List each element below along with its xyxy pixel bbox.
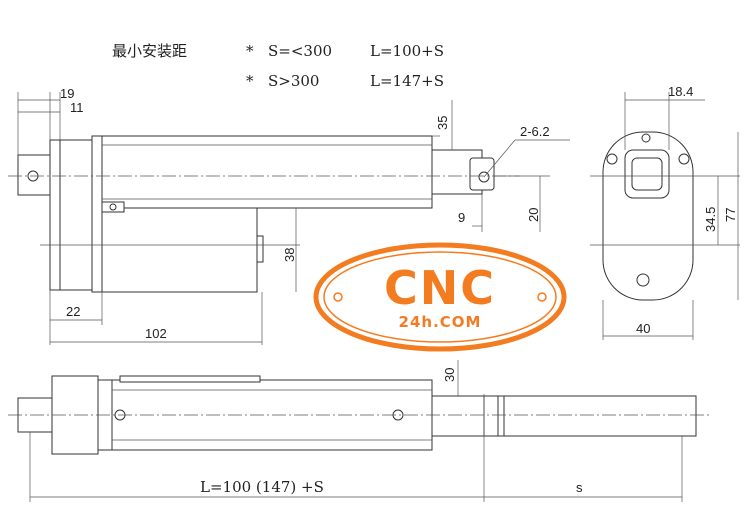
outer-tube bbox=[101, 135, 433, 209]
front-hole-icon bbox=[478, 171, 490, 183]
dim-35: 35 bbox=[435, 116, 450, 130]
logo-dot-left-icon bbox=[333, 292, 343, 302]
gear-cover bbox=[91, 135, 103, 293]
bottom-motor-edge bbox=[119, 375, 261, 383]
end-view-screw-left-icon bbox=[606, 153, 618, 165]
notes-title: 最小安装距 bbox=[112, 42, 187, 60]
cnc-logo: CNC 24h.COM bbox=[313, 242, 567, 352]
dim-30: 30 bbox=[442, 368, 457, 382]
notes-row1-condition: S=<300 bbox=[268, 42, 332, 60]
front-clevis bbox=[469, 157, 495, 191]
bottom-rod-extended bbox=[483, 395, 697, 437]
dim-9: 9 bbox=[458, 210, 465, 225]
notes-row2-condition: S>300 bbox=[268, 72, 319, 90]
bottom-view: 30 L=100 (147) +S s bbox=[8, 360, 710, 502]
notes-row1-formula: L=100+S bbox=[370, 42, 444, 60]
dim-38: 38 bbox=[282, 248, 297, 262]
logo-sub-text: 24h.COM bbox=[399, 313, 482, 331]
dim-34-5: 34.5 bbox=[703, 207, 718, 232]
notes-bullet-2: * bbox=[246, 72, 254, 90]
dim-22: 22 bbox=[66, 304, 80, 319]
bottom-rod-stub bbox=[431, 395, 485, 437]
motor-end-cap bbox=[256, 235, 264, 263]
end-view: 18.4 34.5 77 40 bbox=[590, 84, 740, 340]
end-view-screw-right-icon bbox=[678, 153, 690, 165]
dim-102: 102 bbox=[145, 326, 167, 341]
installation-notes: 最小安装距 * S=<300 L=100+S * S>300 L=147+S bbox=[112, 42, 444, 90]
dim-77: 77 bbox=[723, 208, 738, 222]
dim-stroke: s bbox=[576, 480, 583, 495]
end-view-motor-hole-icon bbox=[636, 273, 650, 287]
logo-dot-right-icon bbox=[537, 292, 547, 302]
notes-row2-formula: L=147+S bbox=[370, 72, 444, 90]
top-view: 19 11 35 2-6.2 9 20 38 22 102 bbox=[8, 86, 570, 345]
motor-body bbox=[101, 207, 258, 293]
dim-19: 19 bbox=[60, 86, 74, 101]
motor-screw bbox=[101, 201, 125, 213]
dim-hole: 2-6.2 bbox=[520, 124, 550, 139]
dim-11: 11 bbox=[70, 100, 84, 115]
logo-main-text: CNC bbox=[384, 261, 496, 315]
dim-length: L=100 (147) +S bbox=[200, 478, 324, 496]
dim-18-4: 18.4 bbox=[668, 84, 693, 99]
dim-40: 40 bbox=[636, 321, 650, 336]
rear-housing bbox=[59, 139, 93, 291]
rear-plate bbox=[49, 139, 61, 291]
dim-20: 20 bbox=[526, 208, 541, 222]
rear-clevis bbox=[17, 154, 51, 196]
notes-bullet-1: * bbox=[246, 42, 254, 60]
